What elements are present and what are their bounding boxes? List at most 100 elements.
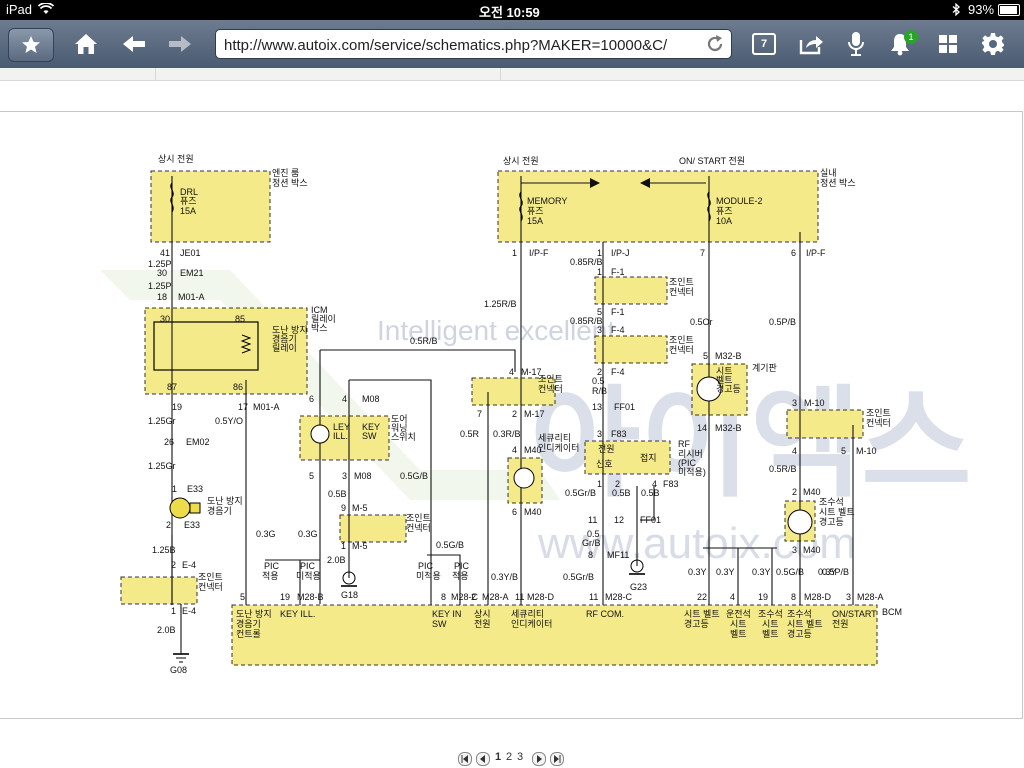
schematic-label: FF01 — [614, 402, 635, 412]
memory-fuse — [519, 191, 523, 222]
wifi-icon — [38, 3, 54, 14]
schematic-label: 3 — [597, 429, 602, 439]
schematic-label: 1.25B — [152, 545, 176, 555]
schematic-label: M40 — [524, 445, 542, 455]
schematic-label: 0.3Y — [716, 567, 735, 577]
schematic-label: 정션 박스 — [820, 178, 856, 188]
battery-icon — [998, 4, 1020, 16]
schematic-label: 0.5G/B — [776, 567, 804, 577]
apps-button[interactable] — [930, 26, 966, 62]
watermark-tagline: Intelligent excellent — [377, 315, 615, 346]
prev-page-button[interactable] — [476, 752, 490, 766]
next-page-button[interactable] — [532, 752, 546, 766]
schematic-label: 시트 벨트 — [684, 609, 720, 619]
schematic-label: M28-A — [857, 592, 884, 602]
bus-arrow-1 — [640, 178, 650, 188]
battery-percent: 93% — [968, 2, 995, 17]
schematic-label: 컨넥터 — [538, 384, 563, 394]
schematic-label: M32-B — [715, 351, 742, 361]
schematic-label: M28-C — [451, 592, 479, 602]
schematic-label: 4 — [342, 394, 347, 404]
tabs-count: 7 — [760, 38, 768, 50]
rf-receiver — [584, 440, 671, 475]
schematic-label: 15A — [180, 206, 196, 216]
wire-8 — [320, 349, 516, 372]
schematic-label: 경음기 — [272, 333, 297, 344]
page-nav-strip — [0, 68, 1024, 81]
schematic-label: 컨넥터 — [406, 523, 431, 533]
first-page-button[interactable] — [458, 752, 472, 766]
schematic-label: 41 — [160, 248, 170, 258]
schematic-label: 5 — [309, 471, 314, 481]
schematic-label: RF — [678, 439, 690, 449]
schematic-label: 운전석 — [726, 609, 751, 619]
schematic-label: ICM — [311, 305, 328, 315]
grid-icon — [939, 35, 957, 53]
first-page-icon — [461, 755, 468, 763]
wire-15 — [640, 486, 655, 521]
schematic-label: 15A — [527, 216, 543, 226]
schematic-label: 0.5Gr/B — [563, 572, 594, 582]
schematic-label: ILL. — [333, 431, 348, 441]
schematic-label: M28-D — [804, 592, 832, 602]
page-2[interactable]: 2 — [506, 751, 513, 763]
schematic-label: 미적용 — [296, 570, 321, 581]
schematic-label: 4 — [730, 592, 735, 602]
schematic-label: 정션 박스 — [272, 178, 308, 188]
schematic-label: G23 — [630, 582, 647, 592]
schematic-label: 실내 — [820, 168, 837, 178]
schematic-label: 조인트 — [669, 335, 694, 345]
schematic-label: 신호 — [596, 459, 613, 469]
schematic-label: 전원 — [474, 619, 491, 629]
schematic-label: 0.5Gr/B — [565, 488, 596, 498]
schematic-label: 조인트 — [669, 277, 694, 287]
schematic-label: JE01 — [180, 248, 201, 258]
notification-badge: 1 — [904, 30, 918, 44]
url-field[interactable]: http://www.autoix.com/service/schematics… — [215, 29, 732, 59]
schematic-label: 2.0B — [327, 555, 346, 565]
forward-button[interactable] — [162, 26, 198, 62]
schematic-label: 전원 — [598, 444, 615, 454]
schematic-label: 시트 벨트 — [787, 619, 823, 629]
schematic-label: 2 — [471, 592, 476, 602]
schematic-label: 86 — [233, 382, 243, 392]
tabs-button[interactable]: 7 — [746, 26, 782, 62]
schematic-label: 1.25R/B — [484, 299, 517, 309]
engine-junction-box — [150, 170, 271, 243]
schematic-label: 0.5P/B — [822, 567, 849, 577]
bookmarks-button[interactable] — [8, 28, 54, 62]
schematic-label: 0.3G — [256, 529, 276, 539]
schematic-label: 13 — [592, 402, 602, 412]
schematic-label: 3 — [597, 325, 602, 335]
back-button[interactable] — [116, 26, 152, 62]
home-button[interactable] — [68, 26, 104, 62]
joint-connector-f1 — [594, 276, 668, 305]
schematic-label: M32-B — [715, 423, 742, 433]
schematic-label: F-1 — [611, 307, 625, 317]
share-button[interactable] — [794, 26, 830, 62]
schematic-label: 1 — [172, 484, 177, 494]
horn-relay — [153, 321, 259, 371]
schematic-label: 22 — [697, 592, 707, 602]
schematic-label: 조수석 — [819, 497, 844, 507]
wire-19 — [427, 554, 461, 605]
schematic-label: 0.85R/B — [570, 316, 603, 326]
schematic-label: 0.5Or — [690, 317, 713, 327]
schematic-label: 엔진 룸 — [272, 168, 299, 178]
last-page-button[interactable] — [550, 752, 564, 766]
schematic-label: 적용 — [262, 570, 279, 581]
schematic-label: 2 — [166, 520, 171, 530]
schematic-label: I/P-F — [806, 248, 826, 258]
schematic-label: 인디케이터 — [511, 619, 552, 629]
voice-button[interactable] — [838, 26, 874, 62]
schematic-label: 도난 방지 — [272, 325, 308, 335]
reload-icon[interactable] — [704, 33, 726, 55]
schematic-label: 벨트 — [730, 629, 747, 639]
schematic-label: E-4 — [182, 560, 196, 570]
schematic-label: ON/START — [832, 609, 877, 619]
page-3[interactable]: 3 — [517, 751, 524, 763]
settings-button[interactable] — [975, 26, 1011, 62]
page-1[interactable]: 1 — [495, 751, 502, 763]
schematic-label: 경고등 — [684, 618, 709, 629]
wires — [171, 176, 854, 648]
